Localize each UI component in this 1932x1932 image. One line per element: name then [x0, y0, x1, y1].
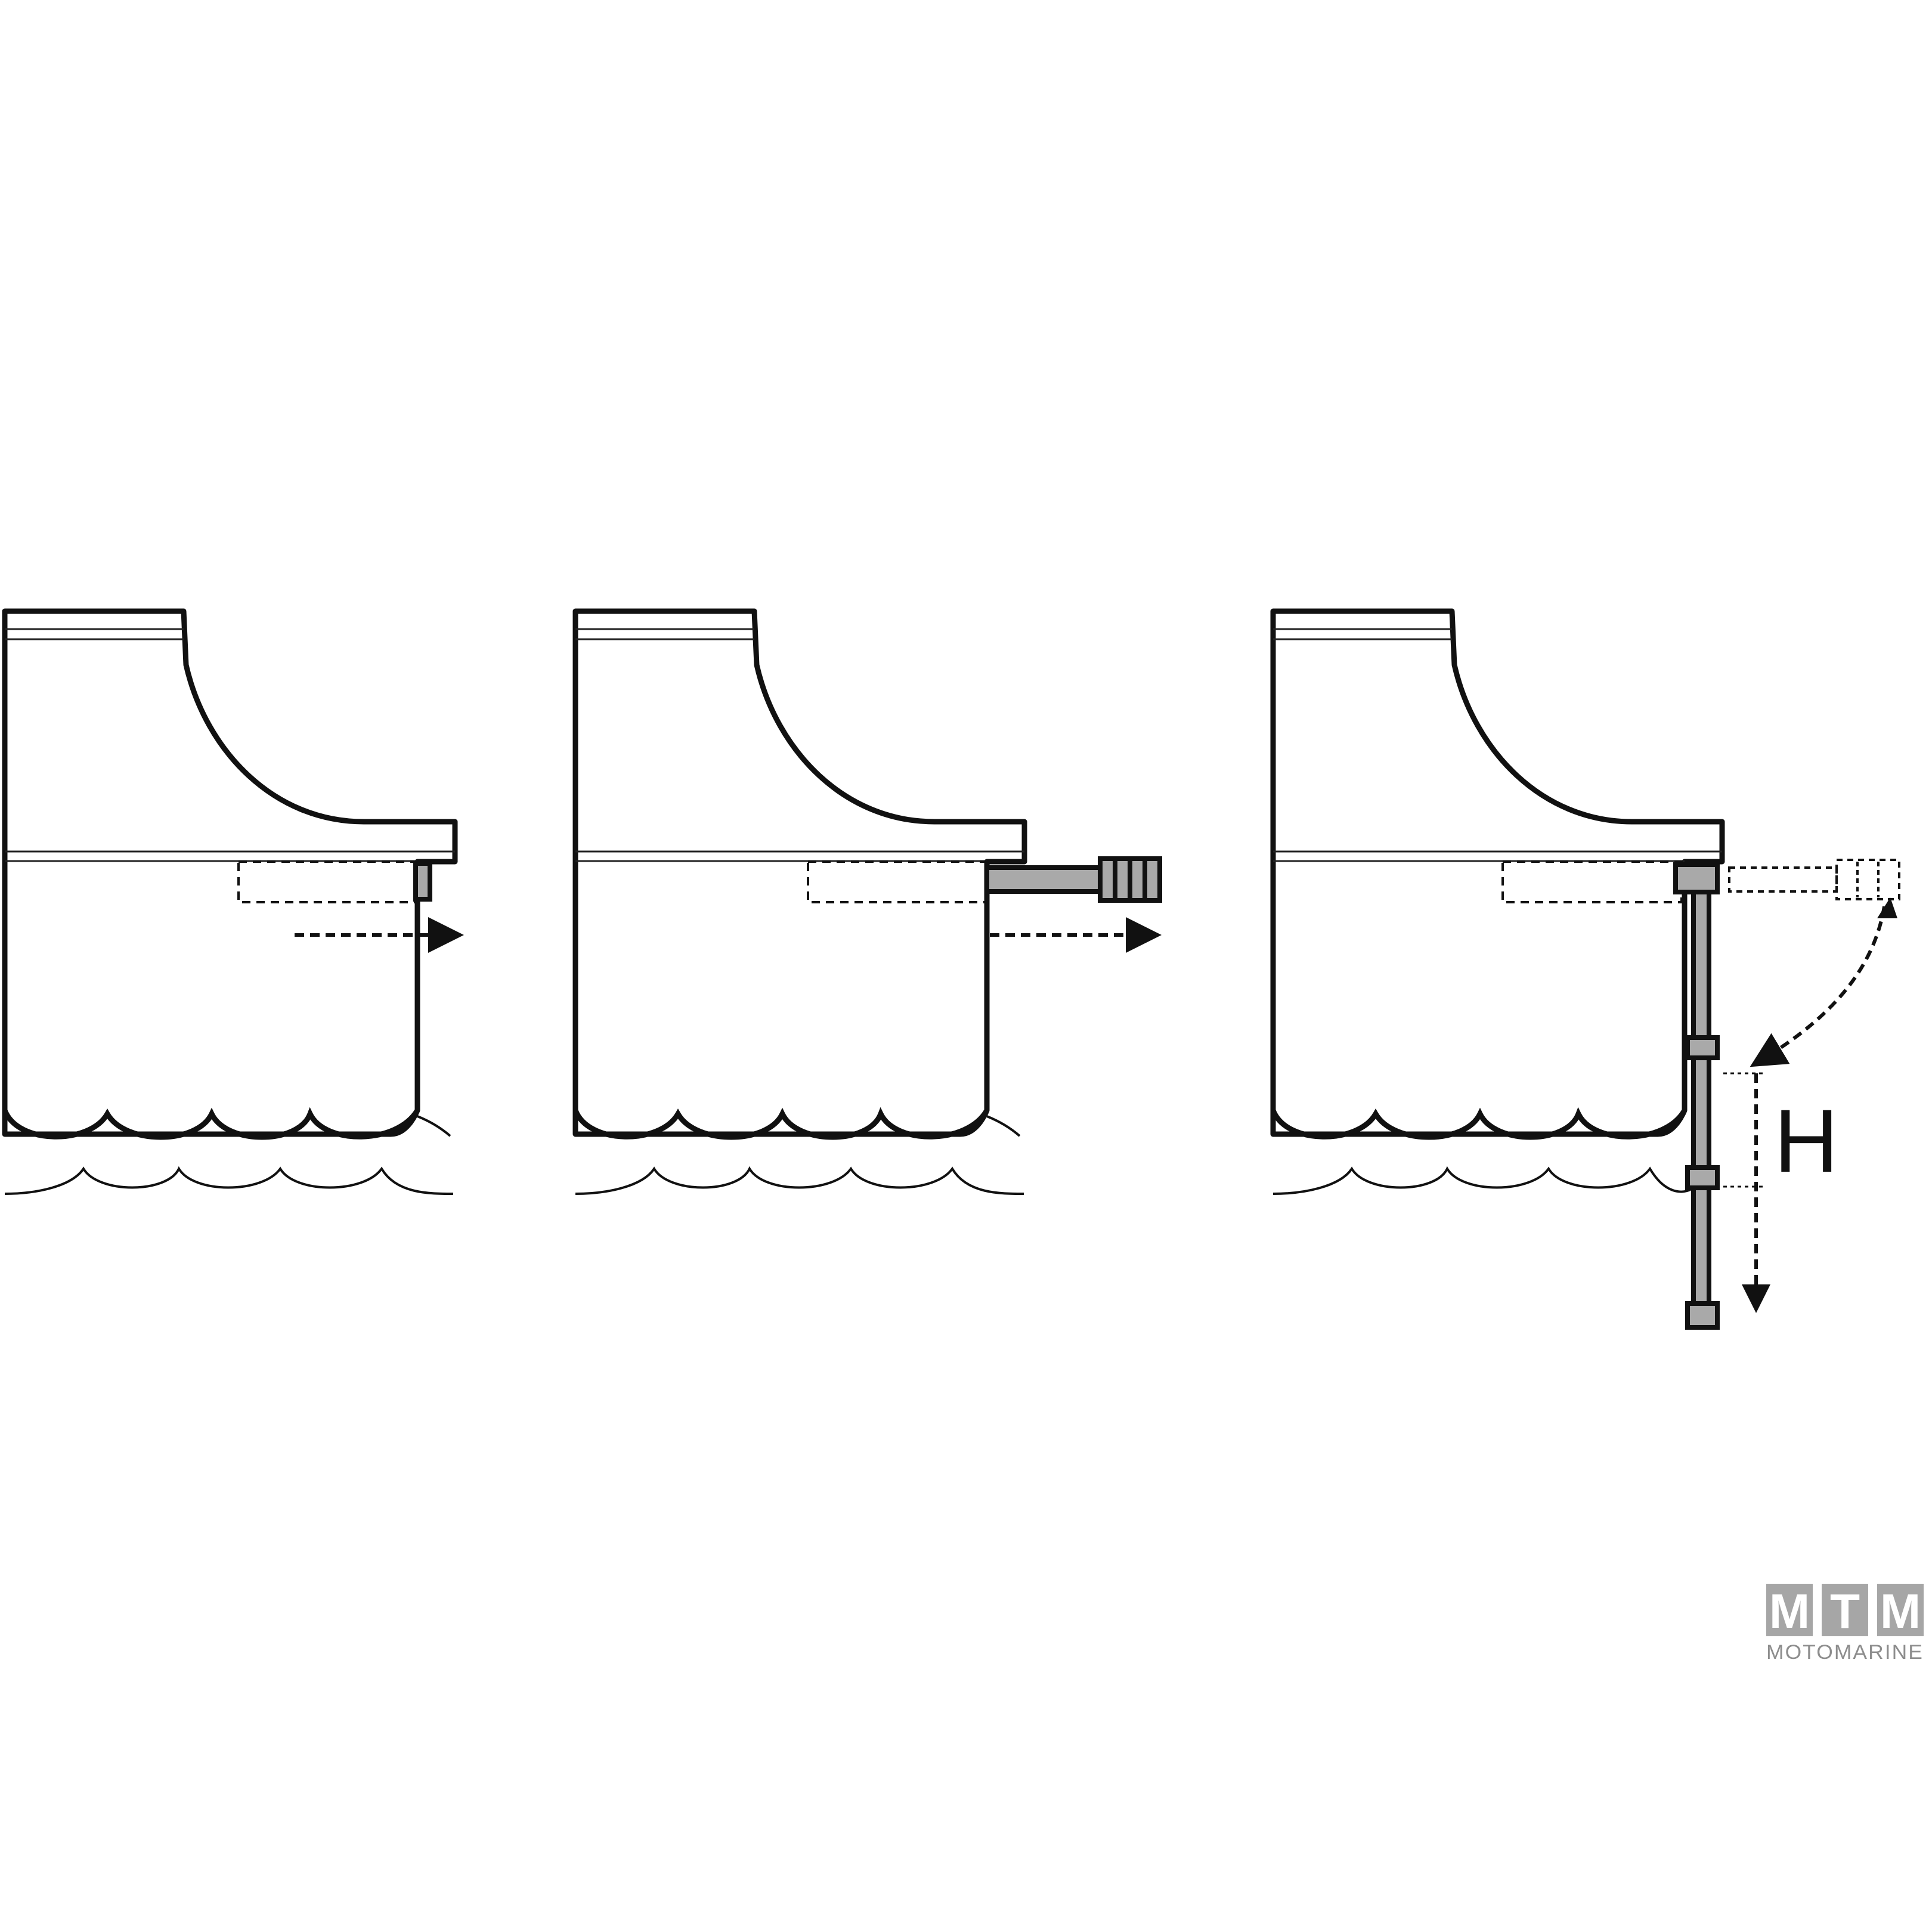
- ladder-storage-compartment: [807, 860, 988, 903]
- boat-hull-outline: [1270, 608, 1725, 1137]
- logo-letter-box: [1822, 1584, 1868, 1636]
- panel-3-deployed: H: [1270, 608, 1900, 1330]
- swing-arrow-start-head: [1877, 897, 1897, 918]
- hull-bottom-wave: [2, 1107, 420, 1140]
- hull-wave-tail: [417, 1115, 451, 1137]
- logo-letter-box: [1877, 1584, 1924, 1636]
- water-wave: [4, 1166, 454, 1195]
- water-wave: [1272, 1166, 1691, 1195]
- water-wave: [575, 1166, 1024, 1195]
- vertical-ladder-rail: [1691, 890, 1711, 1330]
- hull-bottom-wave: [572, 1107, 989, 1140]
- boat-hull-outline: [572, 608, 1027, 1137]
- logo-letter-box: [1766, 1584, 1813, 1636]
- ladder-storage-compartment: [1501, 860, 1683, 903]
- stowed-ladder-end: [413, 861, 432, 902]
- logo-subtitle: MOTOMARINE: [1766, 1641, 1924, 1664]
- ladder-step: [1685, 1035, 1720, 1060]
- ghost-ladder-rail: [1728, 866, 1838, 893]
- hull-wave-tail: [986, 1115, 1021, 1137]
- logo-letter-m2: M: [1880, 1584, 1921, 1639]
- logo-letter-m1: M: [1769, 1584, 1810, 1639]
- ladder-step: [1685, 1165, 1720, 1190]
- swing-down-arrow: [1750, 906, 1886, 1067]
- extended-ladder-rail: [984, 865, 1103, 894]
- boat-hull-outline: [2, 608, 458, 1137]
- ghost-ladder-steps: [1835, 859, 1900, 900]
- logo-letter-t: T: [1830, 1584, 1860, 1639]
- hull-bottom-wave: [1270, 1107, 1687, 1140]
- ladder-bottom-step: [1685, 1301, 1720, 1330]
- panel-2-extended: [572, 608, 1162, 1195]
- ladder-hinge-block: [1673, 862, 1720, 894]
- panel-1-stowed: [2, 608, 464, 1195]
- dimension-label-h: H: [1774, 1091, 1838, 1191]
- mtm-logo: M T M MOTOMARINE: [1766, 1584, 1924, 1664]
- ladder-storage-compartment: [237, 860, 419, 903]
